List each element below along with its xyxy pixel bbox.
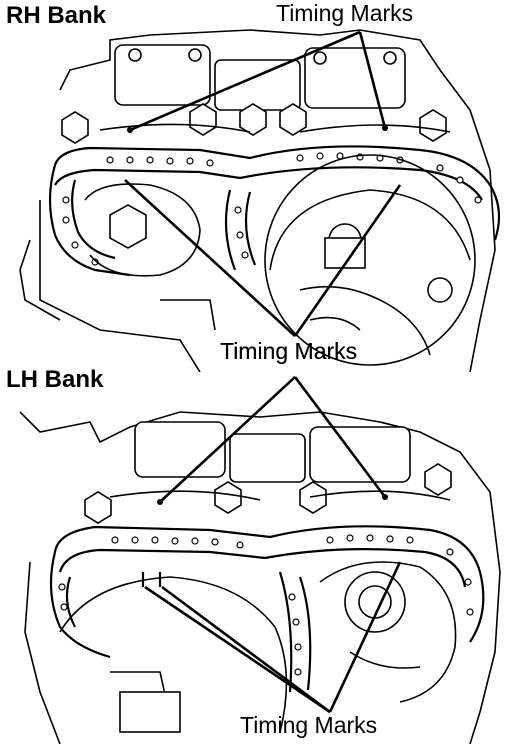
lh-top-timing-marks-label: Timing Marks [220,338,358,364]
rh-timing-chain [48,145,501,277]
bolt-icon [61,111,89,144]
lh-bottom-timing-marks-label: Timing Marks [240,712,378,738]
rh-top-timing-marks-label: Timing Marks [276,0,414,26]
lh-bank-diagram: LH Bank Timing Marks [0,366,512,744]
lh-bank-engine-illustration [19,376,501,744]
lh-timing-chain [49,525,485,693]
rh-bank-engine-illustration [19,29,501,372]
lh-bank-title: LH Bank [6,366,104,393]
rh-bottom-timing-marks-label: Timing Marks [220,338,358,364]
rh-bank-title: RH Bank [6,2,107,29]
rh-bank-diagram: RH Bank Timing Marks Timing Marks [6,0,501,372]
